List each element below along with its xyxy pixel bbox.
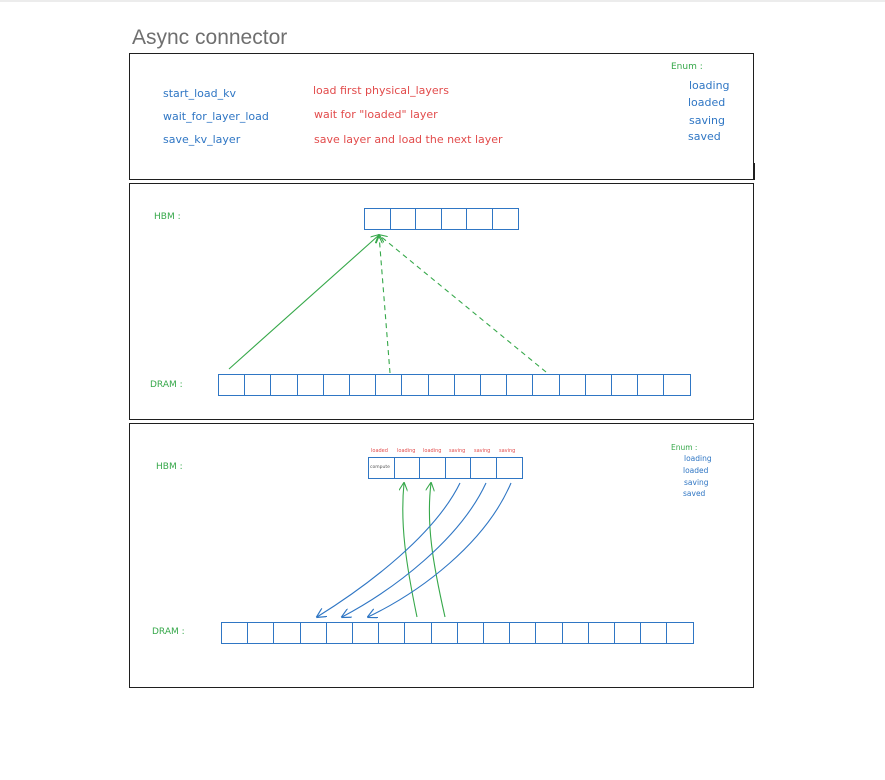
dram-cell	[663, 374, 692, 396]
dram-memory-row-pipeline	[221, 622, 695, 644]
load-arrow-1	[403, 483, 418, 618]
load-arrow-dashed-1	[379, 235, 391, 374]
function-wait-for-layer-load: wait_for_layer_load	[163, 110, 269, 123]
desc-wait-for-layer-load: wait for "loaded" layer	[314, 108, 438, 121]
enum-label: Enum :	[671, 62, 703, 72]
slot-state-3: saving	[449, 448, 466, 454]
load-arrow-dashed-2	[379, 235, 547, 373]
hbm-label-pipeline: HBM :	[156, 462, 183, 472]
slot-state-4: saving	[474, 448, 491, 454]
enum-value-saved: saved	[688, 130, 721, 143]
load-arrow-solid	[228, 235, 379, 370]
enum-value-loading: loading	[689, 79, 730, 92]
hbm-label: HBM :	[154, 212, 181, 222]
slot-state-5: saving	[499, 448, 516, 454]
hbm-cell	[492, 208, 520, 230]
save-arrow-3	[368, 482, 512, 617]
desc-start-load-kv: load first physical_layers	[313, 84, 449, 97]
enum-value-loaded: loaded	[688, 96, 726, 109]
enum-small-saved: saved	[683, 489, 706, 498]
pipeline-arrows	[130, 424, 512, 687]
hbm-memory-row	[364, 208, 520, 230]
dram-memory-row	[218, 374, 692, 396]
top-divider	[0, 0, 885, 2]
desc-save-kv-layer: save layer and load the next layer	[314, 133, 503, 146]
slot-state-2: loading	[423, 448, 442, 454]
load-arrows	[228, 184, 547, 374]
dram-cell	[666, 622, 695, 644]
page-title: Async connector	[132, 26, 288, 49]
load-arrow-2	[429, 483, 446, 618]
pipeline-diagram-panel: HBM : DRAM : loaded loading loading savi…	[129, 423, 754, 688]
enum-label-small: Enum :	[671, 443, 698, 452]
enum-small-loaded: loaded	[683, 466, 709, 475]
compute-label: compute	[370, 465, 390, 470]
api-panel: start_load_kv wait_for_layer_load save_k…	[129, 53, 754, 180]
enum-value-saving: saving	[689, 114, 725, 127]
save-arrow-2	[342, 482, 487, 617]
function-save-kv-layer: save_kv_layer	[163, 133, 241, 146]
enum-small-loading: loading	[684, 454, 712, 463]
dram-label: DRAM :	[150, 380, 183, 390]
function-start-load-kv: start_load_kv	[163, 87, 237, 100]
panel-edge-mark	[754, 163, 755, 180]
hbm-slot	[496, 457, 524, 479]
enum-small-saving: saving	[684, 478, 709, 487]
slot-state-0: loaded	[371, 448, 388, 454]
hbm-memory-row-pipeline	[368, 457, 524, 479]
load-diagram-panel: HBM : DRAM :	[129, 183, 754, 420]
slot-state-1: loading	[397, 448, 416, 454]
dram-label-pipeline: DRAM :	[152, 627, 185, 637]
save-arrow-1	[317, 482, 461, 617]
